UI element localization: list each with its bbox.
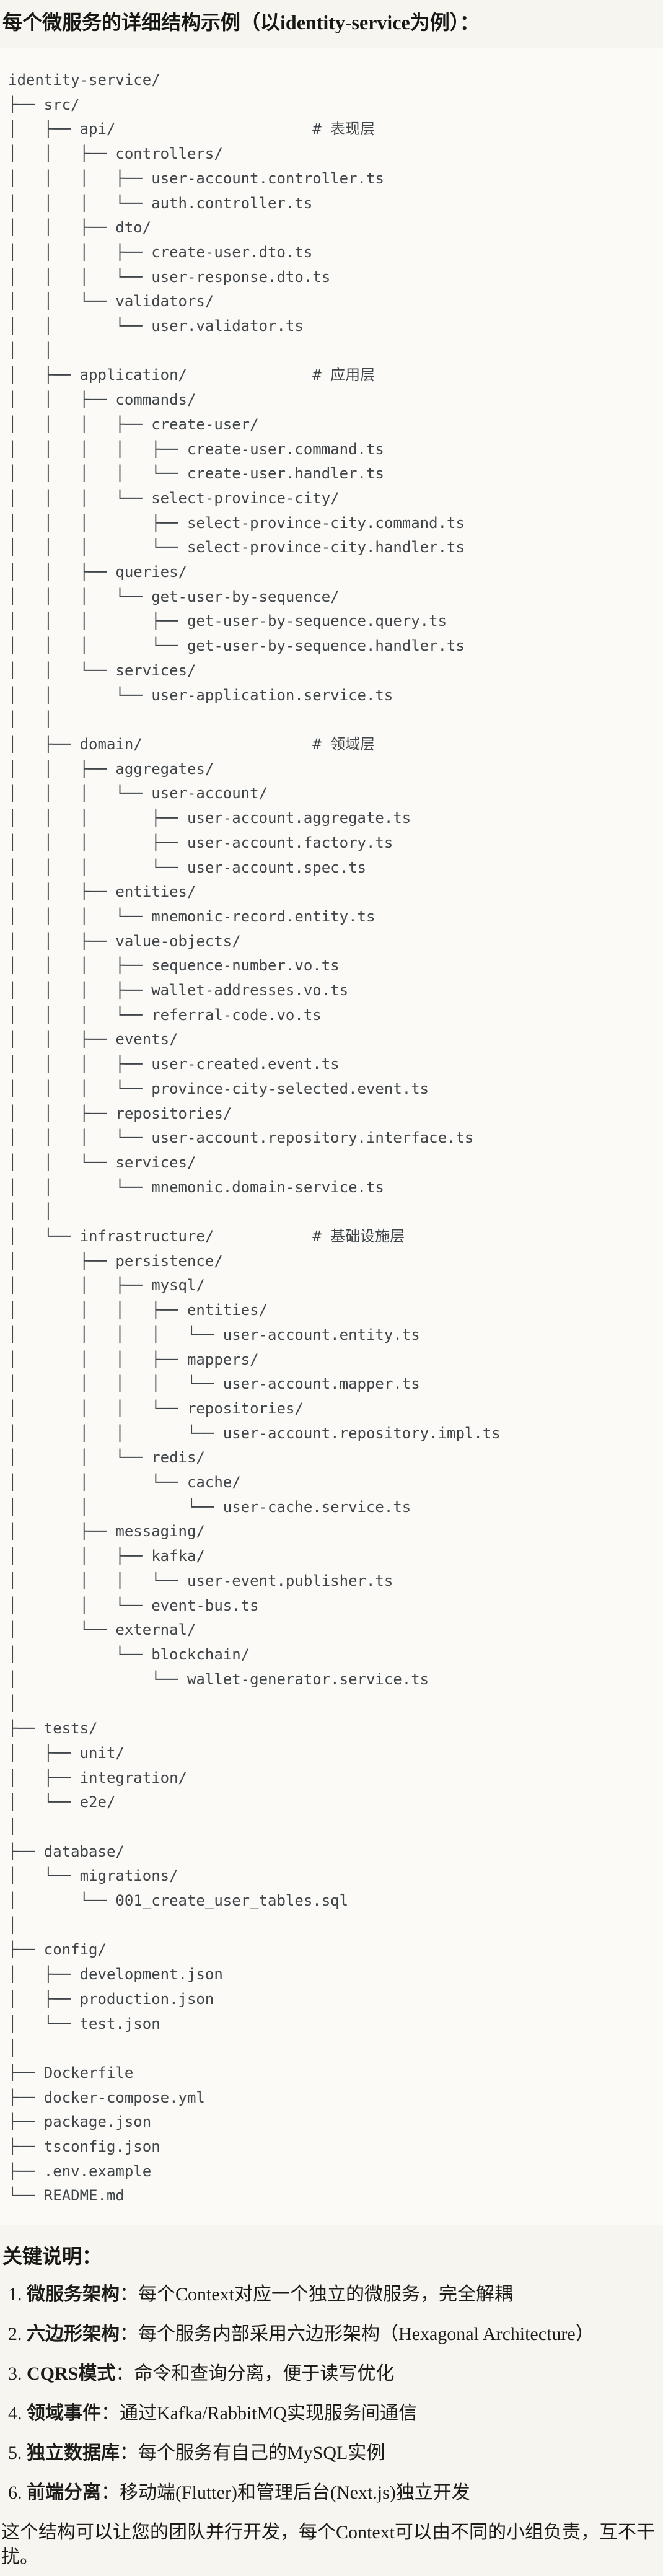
note-number: 4.: [8, 2403, 27, 2424]
note-text: ：每个Context对应一个独立的微服务，完全解耦: [120, 2284, 513, 2305]
note-item: 3. CQRS模式：命令和查询分离，便于读写优化: [8, 2362, 663, 2386]
note-item: 1. 微服务架构：每个Context对应一个独立的微服务，完全解耦: [8, 2282, 663, 2307]
notes-heading: 关键说明：: [2, 2245, 102, 2268]
note-term: 独立数据库: [27, 2443, 120, 2464]
note-term: 微服务架构: [27, 2284, 120, 2305]
note-number: 5.: [8, 2443, 27, 2464]
note-term: 领域事件: [27, 2403, 101, 2424]
notes-list: 1. 微服务架构：每个Context对应一个独立的微服务，完全解耦 2. 六边形…: [0, 2282, 663, 2505]
note-item: 2. 六边形架构：每个服务内部采用六边形架构（Hexagonal Archite…: [8, 2322, 663, 2347]
note-item: 5. 独立数据库：每个服务有自己的MySQL实例: [8, 2441, 663, 2466]
note-number: 6.: [8, 2482, 27, 2503]
note-text: ：命令和查询分离，便于读写优化: [115, 2363, 395, 2385]
directory-tree: identity-service/ ├── src/ │ ├── api/ # …: [8, 71, 501, 2205]
note-item: 4. 领域事件：通过Kafka/RabbitMQ实现服务间通信: [8, 2401, 663, 2426]
note-number: 3.: [8, 2363, 27, 2385]
key-notes-section: 关键说明： 1. 微服务架构：每个Context对应一个独立的微服务，完全解耦 …: [0, 2244, 663, 2570]
closing-paragraph: 这个结构可以让您的团队并行开发，每个Context可以由不同的小组负责，互不干扰…: [1, 2522, 655, 2568]
note-term: 六边形架构: [27, 2324, 120, 2345]
note-number: 1.: [8, 2284, 27, 2305]
note-text: ：每个服务内部采用六边形架构（Hexagonal Architecture）: [120, 2324, 594, 2345]
note-text: ：移动端(Flutter)和管理后台(Next.js)独立开发: [101, 2482, 470, 2503]
note-term: 前端分离: [27, 2482, 101, 2503]
page-title: 每个微服务的详细结构示例（以identity-service为例）：: [2, 11, 480, 33]
note-number: 2.: [8, 2324, 27, 2345]
note-text: ：通过Kafka/RabbitMQ实现服务间通信: [101, 2403, 417, 2424]
note-term: CQRS模式: [27, 2363, 116, 2385]
note-item: 6. 前端分离：移动端(Flutter)和管理后台(Next.js)独立开发: [8, 2481, 663, 2505]
note-text: ：每个服务有自己的MySQL实例: [120, 2443, 385, 2464]
code-block: identity-service/ ├── src/ │ ├── api/ # …: [0, 48, 663, 2226]
